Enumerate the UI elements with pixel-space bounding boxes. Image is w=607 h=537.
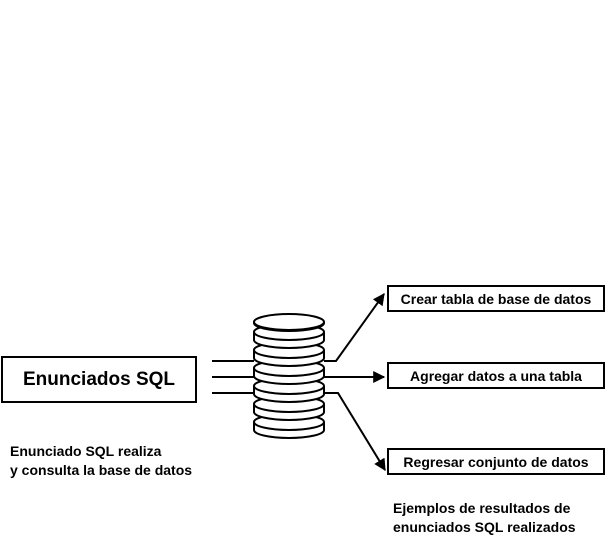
sql-statements-label: Enunciados SQL: [22, 368, 176, 390]
output-label-regresar-datos: Regresar conjunto de datos: [403, 453, 589, 470]
caption-line: y consulta la base de datos: [10, 462, 193, 478]
sql-statements-box: Enunciados SQL: [1, 356, 197, 403]
caption-line: enunciados SQL realizados: [393, 519, 576, 535]
caption-result-examples: Ejemplos de resultados de enunciados SQL…: [393, 499, 576, 537]
arrow-to-regresar-datos: [324, 392, 386, 472]
input-lines: [212, 360, 254, 394]
caption-line: Enunciado SQL realiza: [10, 443, 162, 459]
output-label-crear-tabla: Crear tabla de base de datos: [400, 290, 592, 307]
caption-line: Ejemplos de resultados de: [393, 500, 571, 516]
output-box-crear-tabla: Crear tabla de base de datos: [387, 285, 605, 312]
database-stack-icon: [253, 313, 325, 439]
arrow-to-crear-tabla: [324, 293, 385, 362]
output-arrows: [324, 293, 386, 472]
output-box-regresar-datos: Regresar conjunto de datos: [387, 448, 605, 475]
output-label-agregar-datos: Agregar datos a una tabla: [410, 367, 582, 384]
output-box-agregar-datos: Agregar datos a una tabla: [387, 362, 605, 389]
caption-sql-query: Enunciado SQL realiza y consulta la base…: [10, 442, 192, 480]
